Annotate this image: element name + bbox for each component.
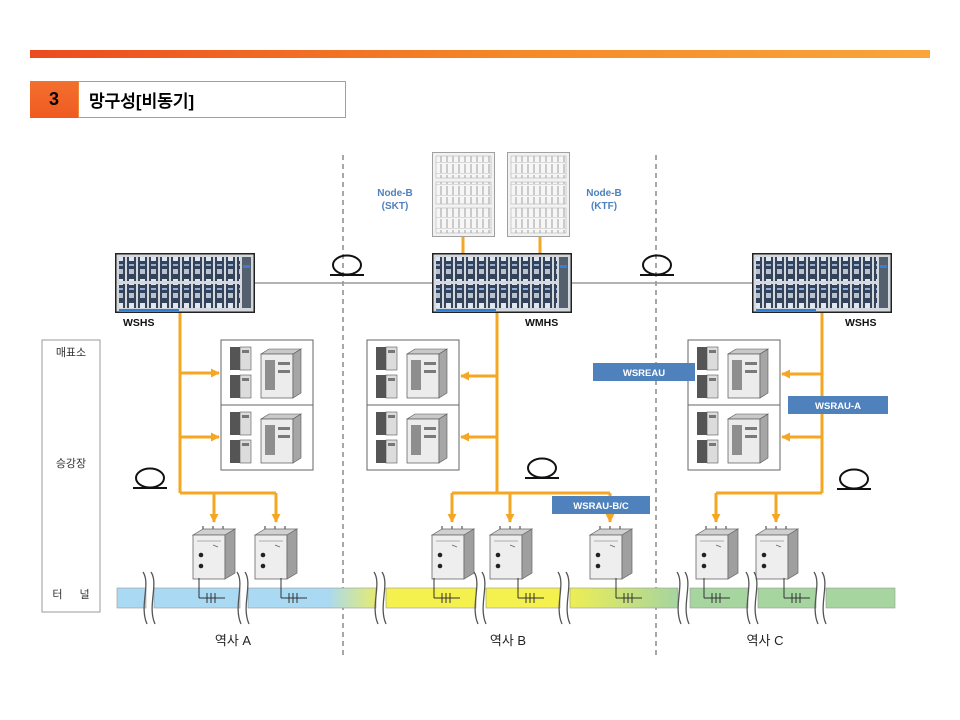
hub-label-left: WSHS bbox=[123, 317, 155, 329]
remote-unit-icon bbox=[431, 525, 475, 580]
label-wsreau-box bbox=[593, 363, 695, 381]
fiber-loop-icon bbox=[329, 254, 365, 276]
station-c-branch bbox=[687, 313, 872, 580]
break-icon bbox=[473, 571, 487, 625]
tunnel-segment bbox=[825, 587, 896, 609]
zone-label-ticket-office: 매표소 bbox=[56, 346, 86, 359]
remote-unit-icon bbox=[589, 525, 633, 580]
fiber-loop-icon bbox=[132, 467, 168, 489]
fiber-loop-icon bbox=[639, 254, 675, 276]
node-b-ktf-name: Node-B bbox=[586, 188, 622, 199]
node-b-skt-name: Node-B bbox=[377, 188, 413, 199]
zone-label-platform: 승강장 bbox=[56, 457, 86, 470]
node-b-ktf-carrier: (KTF) bbox=[591, 201, 617, 212]
fiber-loop-icon bbox=[524, 457, 560, 479]
label-wsrau-bc-text: WSRAU-B/C bbox=[573, 501, 629, 512]
tunnel-segment bbox=[116, 587, 147, 609]
station-label-c: 역사 C bbox=[747, 633, 784, 648]
label-wsreau-text: WSREAU bbox=[623, 368, 665, 379]
node-b-skt-cabinet-icon bbox=[432, 152, 495, 237]
break-icon bbox=[557, 571, 571, 625]
wshs-right-rack-icon bbox=[752, 253, 892, 313]
remote-unit-icon bbox=[489, 525, 533, 580]
wmhs-center-rack-icon bbox=[432, 253, 572, 313]
zone-legend-frame bbox=[41, 339, 101, 613]
break-icon bbox=[745, 571, 759, 625]
break-icon bbox=[142, 571, 156, 625]
node-b-ktf-cabinet-icon bbox=[507, 152, 570, 237]
remote-unit-icon bbox=[192, 525, 236, 580]
station-b-branch bbox=[366, 313, 633, 580]
zone-label-tunnel: 터 널 bbox=[52, 588, 89, 601]
wshs-left-rack-icon bbox=[115, 253, 255, 313]
hub-label-right: WSHS bbox=[845, 317, 877, 329]
station-label-b: 역사 B bbox=[490, 633, 526, 648]
hub-label-center: WMHS bbox=[525, 317, 558, 329]
section-number-badge: 3 bbox=[30, 81, 78, 118]
break-icon bbox=[813, 571, 827, 625]
remote-unit-icon bbox=[695, 525, 739, 580]
remote-unit-icon bbox=[755, 525, 799, 580]
tunnel-segment bbox=[385, 587, 477, 609]
label-wsrau-bc: WSRAU-B/C bbox=[552, 496, 650, 514]
label-wsrau-a: WSRAU-A bbox=[788, 396, 888, 414]
slide-title: 망구성[비동기] bbox=[78, 81, 346, 118]
station-a-branch bbox=[132, 313, 314, 580]
label-wsrau-a-box bbox=[788, 396, 888, 414]
break-icon bbox=[236, 571, 250, 625]
tunnel-segment bbox=[247, 587, 377, 609]
label-wsreau: WSREAU bbox=[593, 363, 695, 381]
remote-unit-icon bbox=[254, 525, 298, 580]
break-icon bbox=[373, 571, 387, 625]
node-b-skt-carrier: (SKT) bbox=[382, 201, 409, 212]
tunnel-segment bbox=[153, 587, 241, 609]
tunnel-bar bbox=[116, 571, 896, 625]
header-accent-bar bbox=[30, 50, 930, 58]
fiber-loop-icon bbox=[836, 468, 872, 490]
label-wsrau-a-text: WSRAU-A bbox=[815, 401, 861, 412]
station-label-a: 역사 A bbox=[215, 633, 252, 648]
label-wsrau-bc-box bbox=[552, 496, 650, 514]
zone-legend: 매표소 승강장 터 널 bbox=[41, 339, 101, 613]
break-icon bbox=[676, 571, 690, 625]
